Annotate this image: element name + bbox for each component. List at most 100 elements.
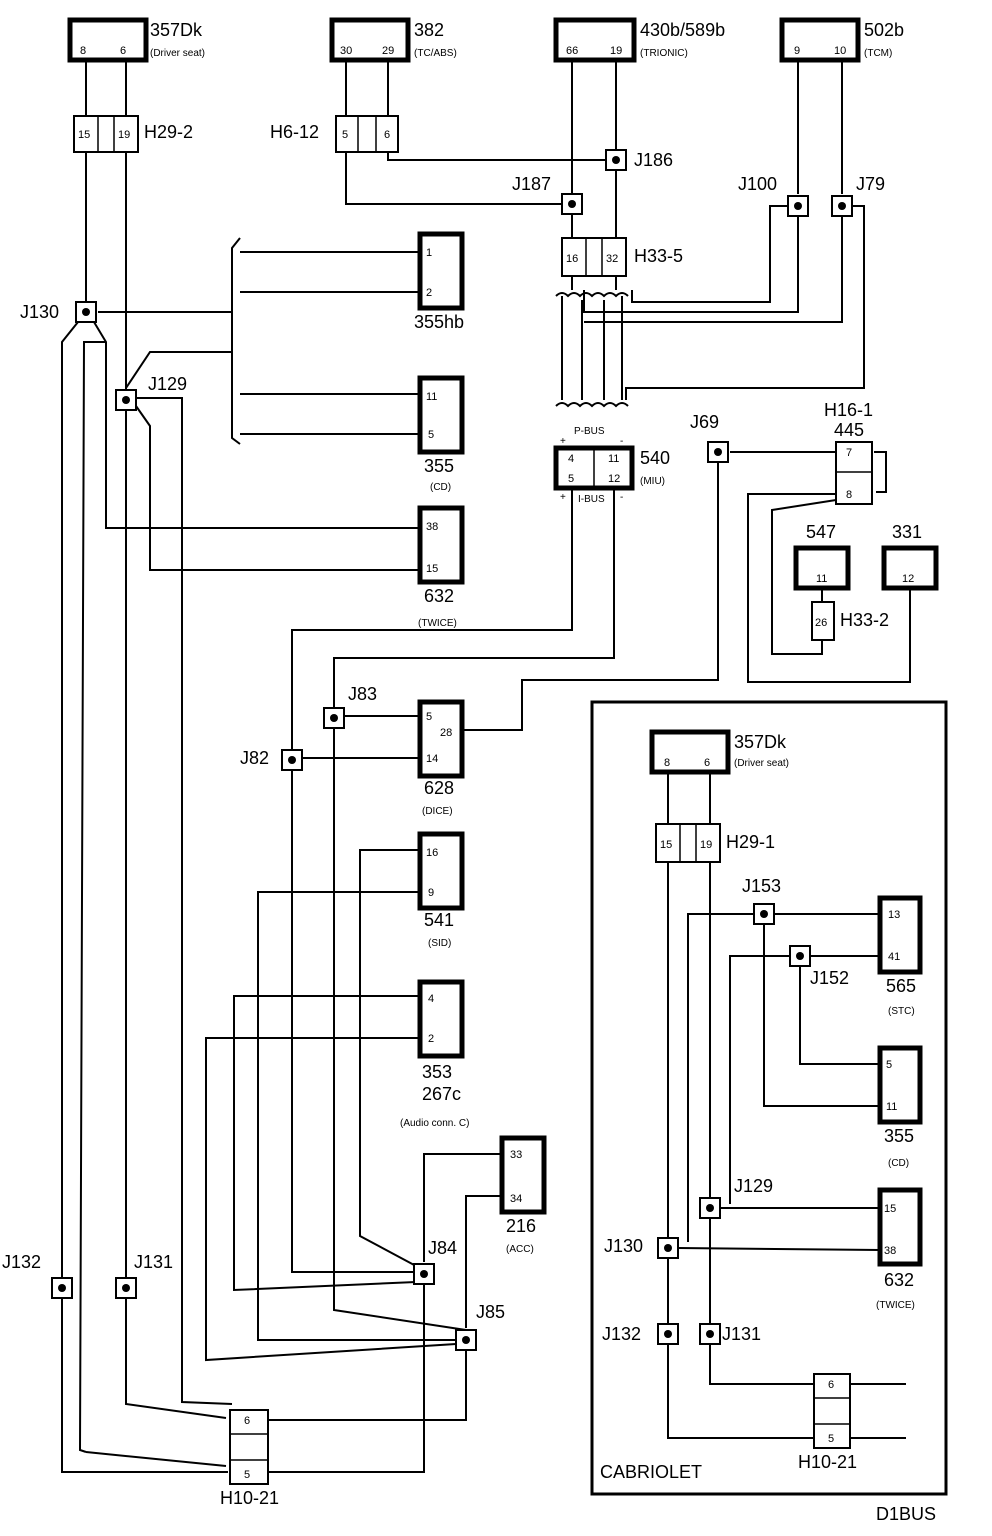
pin-label: 12 [902,573,914,585]
pin-label: 2 [428,1033,434,1045]
junction-label: J130 [20,302,59,322]
pin-label: 6 [384,129,390,141]
pin-label: 5 [342,129,348,141]
pin-label: 4 [428,993,434,1005]
pin-label: 11 [886,1101,897,1113]
connector-id: H29-1 [726,832,775,852]
component-desc: (STC) [888,1006,915,1017]
component-desc: (Audio conn. C) [400,1118,469,1129]
component-547: 11 547 [793,522,851,591]
pin-label: 41 [888,951,900,963]
component-id: 357Dk [734,732,787,752]
pin-label: 66 [566,45,578,57]
pin-label: 28 [440,727,452,739]
component-id: 357Dk [150,20,203,40]
component-id: 355 [884,1126,914,1146]
pin-label: 29 [382,45,394,57]
component-430b-trionic: 66 19 430b/589b (TRIONIC) [553,17,725,63]
connector-id: H10-21 [220,1488,279,1508]
cabriolet-frame [590,700,948,1496]
pin-label: 9 [428,887,434,899]
component-id: 355 [424,456,454,476]
connector-h10-21-cabriolet: 6 5 H10-21 [798,1373,857,1472]
junction-j129-cabriolet: J129 [699,1176,773,1219]
junction-j130: J130 [20,301,97,323]
junction-j100: J100 [738,174,809,217]
junction-label: J82 [240,748,269,768]
pin-label: 13 [888,909,900,921]
junction-label: J132 [602,1324,641,1344]
component-desc: (CD) [888,1158,909,1169]
pin-label: 16 [426,847,438,859]
pin-label: 6 [828,1379,834,1391]
component-357dk-driver-seat-cabriolet: 8 6 357Dk (Driver seat) [649,729,789,775]
junction-label: J186 [634,150,673,170]
i-bus-label: I-BUS [578,494,605,505]
junction-j186: J186 [605,149,673,171]
component-id: 502b [864,20,904,40]
junctions: J130 J129 J187 J186 J100 J79 J69 J83 [2,149,885,1351]
pin-label: 8 [80,45,86,57]
component-id: 353 [422,1062,452,1082]
component-355-cd: 11 5 355 (CD) [417,375,465,493]
junction-j131: J131 [115,1252,173,1299]
pin-label: 5 [828,1433,834,1445]
pin-label: 5 [568,473,574,485]
connector-id: H33-2 [840,610,889,630]
junction-j84: J84 [413,1238,457,1285]
pin-label: 15 [660,839,672,851]
plus-sign: + [560,436,566,447]
junction-label: J131 [134,1252,173,1272]
pin-label: 11 [426,391,437,403]
pin-label: 26 [815,617,827,629]
pin-label: 15 [426,563,438,575]
connector-id: H16-1 [824,400,873,420]
pin-label: 14 [426,753,438,765]
junction-j187: J187 [512,174,583,215]
junction-label: J85 [476,1302,505,1322]
component-desc: (SID) [428,938,451,949]
junction-j132-cabriolet: J132 [602,1323,679,1345]
component-540-miu: 4 11 5 12 540 (MIU) P-BUS I-BUS + + - - [553,426,670,505]
pin-label: 8 [846,489,852,501]
component-id: 216 [506,1216,536,1236]
component-id: 445 [834,420,864,440]
connector-h6-12: 5 6 H6-12 [270,115,399,153]
pin-label: 5 [428,429,434,441]
junction-j85: J85 [455,1302,505,1351]
pin-label: 33 [510,1149,522,1161]
component-desc: (TCM) [864,48,892,59]
component-desc: (TC/ABS) [414,48,457,59]
pin-label: 2 [426,287,432,299]
component-desc: (CD) [430,482,451,493]
pin-label: 6 [244,1415,250,1427]
plus-sign: + [560,492,566,503]
pin-label: 5 [426,711,432,723]
component-desc: (Driver seat) [734,758,789,769]
connector-h29-1: 15 19 H29-1 [655,823,775,863]
component-id: 540 [640,448,670,468]
component-565-stc: 13 41 565 (STC) [877,895,923,1017]
component-541-sid: 16 9 541 (SID) [417,831,465,949]
junction-label: J100 [738,174,777,194]
component-id: 547 [806,522,836,542]
junction-j130-cabriolet: J130 [604,1236,679,1259]
junction-label: J84 [428,1238,457,1258]
component-id-secondary: 267c [422,1084,461,1104]
junction-j129: J129 [115,374,187,411]
pin-label: 16 [566,253,578,265]
component-id: 628 [424,778,454,798]
connector-h29-2: 15 19 H29-2 [73,115,193,153]
junction-label: J69 [690,412,719,432]
junction-j153: J153 [742,876,781,925]
component-desc: (Driver seat) [150,48,205,59]
pin-label: 34 [510,1193,522,1205]
junction-j79: J79 [831,174,885,217]
junction-j69: J69 [690,412,729,463]
component-357dk-driver-seat: 8 6 357Dk (Driver seat) [67,17,205,63]
component-632-twice-cabriolet: 15 38 632 (TWICE) [876,1187,923,1311]
component-id: 541 [424,910,454,930]
component-628-dice: 5 14 28 628 (DICE) [417,699,465,817]
connector-id: H33-5 [634,246,683,266]
component-632-twice: 38 15 632 (TWICE) [417,505,465,629]
